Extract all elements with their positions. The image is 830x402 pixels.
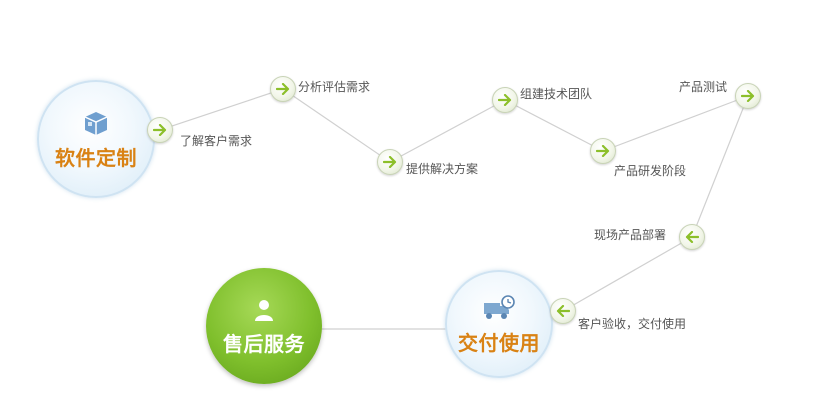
arrow-right-icon — [153, 124, 167, 136]
package-box-icon — [82, 110, 110, 140]
step-node-2 — [270, 76, 296, 102]
step-node-7 — [679, 224, 705, 250]
step-label-product-testing: 产品测试 — [679, 80, 728, 94]
step-node-3 — [377, 149, 403, 175]
arrow-left-icon — [685, 231, 699, 243]
delivery-truck-clock-icon — [482, 295, 516, 325]
arrow-left-icon — [556, 305, 570, 317]
step-node-1 — [147, 117, 173, 143]
step-node-6 — [735, 83, 761, 109]
delivery-circle: 交付使用 — [445, 270, 553, 378]
after-sales-title: 售后服务 — [223, 332, 305, 356]
step-label-onsite-deployment: 现场产品部署 — [594, 228, 667, 242]
step-label-acceptance-delivery: 客户验收，交付使用 — [578, 317, 687, 331]
arrow-right-icon — [383, 156, 397, 168]
arrow-right-icon — [596, 145, 610, 157]
arrow-right-icon — [276, 83, 290, 95]
software-custom-circle: 软件定制 — [37, 80, 155, 198]
step-label-product-development: 产品研发阶段 — [614, 164, 687, 178]
step-node-5 — [590, 138, 616, 164]
step-node-8 — [550, 298, 576, 324]
user-person-icon — [252, 298, 276, 326]
delivery-title: 交付使用 — [458, 331, 540, 355]
software-custom-title: 软件定制 — [55, 146, 137, 170]
arrow-right-icon — [498, 94, 512, 106]
step-label-analyze-needs: 分析评估需求 — [298, 80, 371, 94]
arrow-right-icon — [741, 90, 755, 102]
after-sales-circle: 售后服务 — [206, 268, 322, 384]
step-node-4 — [492, 87, 518, 113]
step-label-build-team: 组建技术团队 — [520, 87, 593, 101]
step-label-understand-needs: 了解客户需求 — [180, 134, 253, 148]
step-label-provide-solution: 提供解决方案 — [406, 162, 479, 176]
